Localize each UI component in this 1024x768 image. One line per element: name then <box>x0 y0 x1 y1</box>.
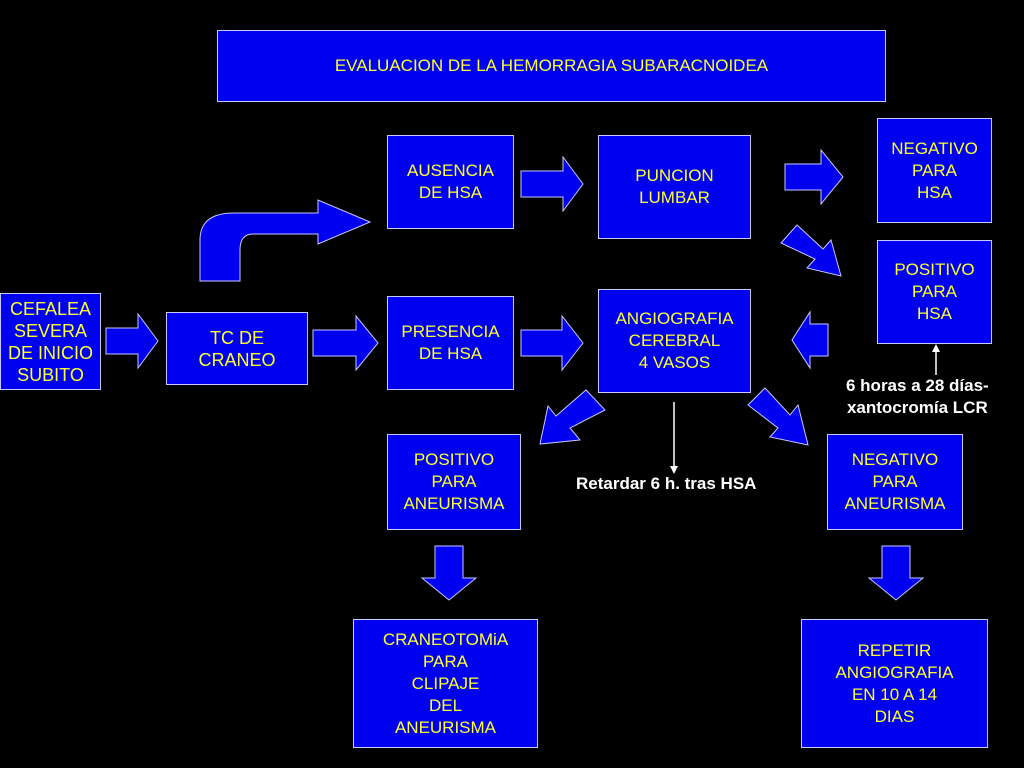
arrow-cefalea-tc <box>105 312 159 370</box>
node-negativo-aneurisma: NEGATIVO PARA ANEURISMA <box>827 434 963 530</box>
arrow-puncion-negativo <box>784 148 844 206</box>
note-retardar: Retardar 6 h. tras HSA <box>576 474 757 493</box>
title-box: EVALUACION DE LA HEMORRAGIA SUBARACNOIDE… <box>217 30 886 102</box>
node-positivo-aneurisma: POSITIVO PARA ANEURISMA <box>387 434 521 530</box>
arrow-xantocromia-head <box>932 344 940 352</box>
node-angiografia: ANGIOGRAFIA CEREBRAL 4 VASOS <box>598 289 751 393</box>
arrow-tc-ausencia-curved <box>199 199 372 282</box>
node-positivo-hsa: POSITIVO PARA HSA <box>877 240 992 344</box>
arrow-positivo-hsa-angiografia <box>791 310 829 370</box>
diagram-title: EVALUACION DE LA HEMORRAGIA SUBARACNOIDE… <box>334 56 769 75</box>
note-xantocromia: 6 horas a 28 días- xantocromía LCR <box>846 376 989 417</box>
arrow-tc-presencia <box>312 314 379 372</box>
arrow-presencia-angiografia <box>520 314 584 372</box>
node-negativo-hsa: NEGATIVO PARA HSA <box>877 118 992 223</box>
node-craneotomia: CRANEOTOMiA PARA CLIPAJE DEL ANEURISMA <box>353 619 538 748</box>
node-presencia-hsa: PRESENCIA DE HSA <box>387 296 514 390</box>
arrow-ausencia-puncion <box>520 155 584 213</box>
node-ausencia-hsa: AUSENCIA DE HSA <box>387 135 514 229</box>
node-repetir-angiografia: REPETIR ANGIOGRAFIA EN 10 A 14 DIAS <box>801 619 988 748</box>
arrow-retardar-head <box>670 466 678 474</box>
node-cefalea: CEFALEA SEVERA DE INICIO SUBITO <box>0 293 101 390</box>
node-puncion-lumbar: PUNCION LUMBAR <box>598 135 751 239</box>
arrow-angiografia-positivo-aneurisma <box>539 389 606 445</box>
node-tc-craneo: TC DE CRANEO <box>166 312 308 385</box>
arrow-negativo-repetir <box>867 545 925 601</box>
arrow-puncion-positivo-hsa <box>780 224 842 277</box>
arrow-angiografia-negativo-aneurisma <box>747 387 809 446</box>
arrow-positivo-craneotomia <box>420 545 478 601</box>
